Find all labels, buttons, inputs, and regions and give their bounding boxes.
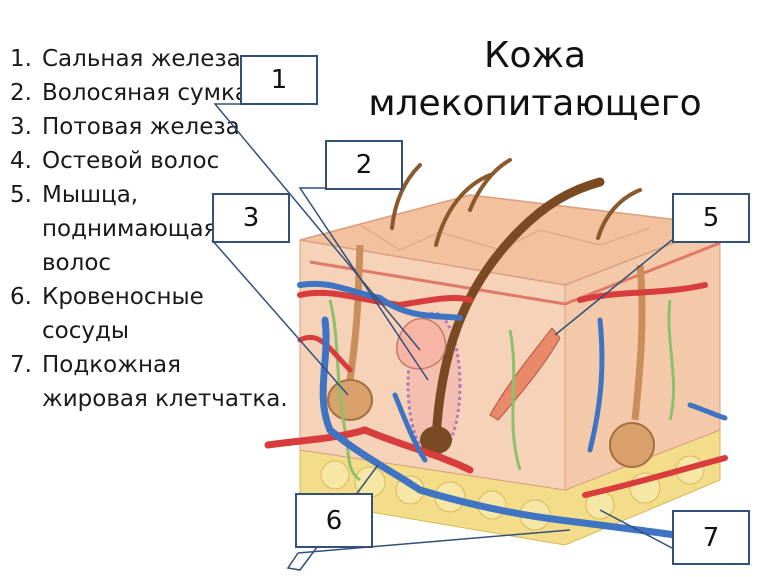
legend-text: Мышца, поднимающая волос	[42, 182, 218, 276]
artery	[264, 426, 474, 474]
title-line-2: млекопитающего	[368, 83, 702, 124]
legend-number: 1.	[10, 46, 32, 72]
sweat-gland-coil	[327, 379, 373, 421]
title-line-1: Кожа	[483, 35, 587, 76]
callout-label-1: 1	[240, 55, 318, 105]
callout-label-3: 3	[212, 193, 290, 243]
fat-cell	[320, 460, 350, 490]
nerve	[667, 299, 676, 421]
legend-item: 1. Сальная железа	[10, 42, 292, 76]
legend-item: 2. Волосяная сумка	[10, 76, 292, 110]
artery	[297, 289, 473, 309]
surface-hair	[596, 188, 642, 240]
leader-line-1	[213, 103, 421, 351]
leader-line-5	[554, 239, 673, 336]
legend-text: Сальная железа	[42, 46, 241, 72]
legend-list: 1. Сальная железа 2. Волосяная сумка 3. Пот…	[10, 42, 292, 416]
vein	[297, 280, 463, 321]
artery	[582, 455, 728, 498]
callout-label-2: 2	[325, 140, 403, 190]
legend-number: 6.	[10, 284, 32, 310]
sweat-gland-coil	[609, 422, 655, 468]
legend-number: 5.	[10, 182, 32, 208]
leader-line-6b	[297, 529, 571, 554]
legend-number: 4.	[10, 148, 32, 174]
legend-text: Волосяная сумка	[42, 80, 249, 106]
nerve	[508, 329, 522, 471]
leader-lines	[211, 103, 673, 571]
legend-number: 3.	[10, 114, 32, 140]
guard-hair-shaft	[431, 177, 605, 445]
vein	[392, 392, 428, 463]
legend-number: 2.	[10, 80, 32, 106]
callout-label-7: 7	[672, 510, 750, 565]
leader-line-2	[298, 187, 429, 381]
vein	[319, 316, 679, 539]
callout-label-6: 6	[295, 493, 373, 548]
epidermis-boundary	[309, 241, 721, 306]
legend-item: 6. Кровеносные сосуды	[10, 280, 292, 348]
vein	[687, 402, 728, 421]
legend-number: 7.	[10, 352, 32, 378]
legend-item: 7. Подкожная жировая клетчатка.	[10, 348, 292, 416]
diagram-title: Кожа млекопитающего	[340, 32, 730, 128]
legend-text: Потовая железа	[42, 114, 240, 140]
nerve	[328, 299, 361, 482]
leader-line-7	[599, 509, 673, 549]
leader-line-3	[211, 239, 349, 396]
surface-hair	[434, 173, 492, 247]
surface-hair	[390, 163, 422, 230]
legend-item: 3. Потовая железа	[10, 110, 292, 144]
callout-label-5: 5	[672, 193, 750, 243]
legend-text: Остевой волос	[42, 148, 220, 174]
artery	[577, 282, 708, 303]
vein	[587, 317, 605, 453]
sweat-duct	[631, 264, 646, 421]
sebaceous-gland	[395, 318, 447, 370]
legend-item: 4. Остевой волос	[10, 144, 292, 178]
surface-hair	[468, 158, 512, 212]
legend-text: Подкожная жировая клетчатка.	[42, 352, 288, 412]
legend-text: Кровеносные сосуды	[42, 284, 204, 344]
legend-item: 5. Мышца, поднимающая волос	[10, 178, 292, 280]
